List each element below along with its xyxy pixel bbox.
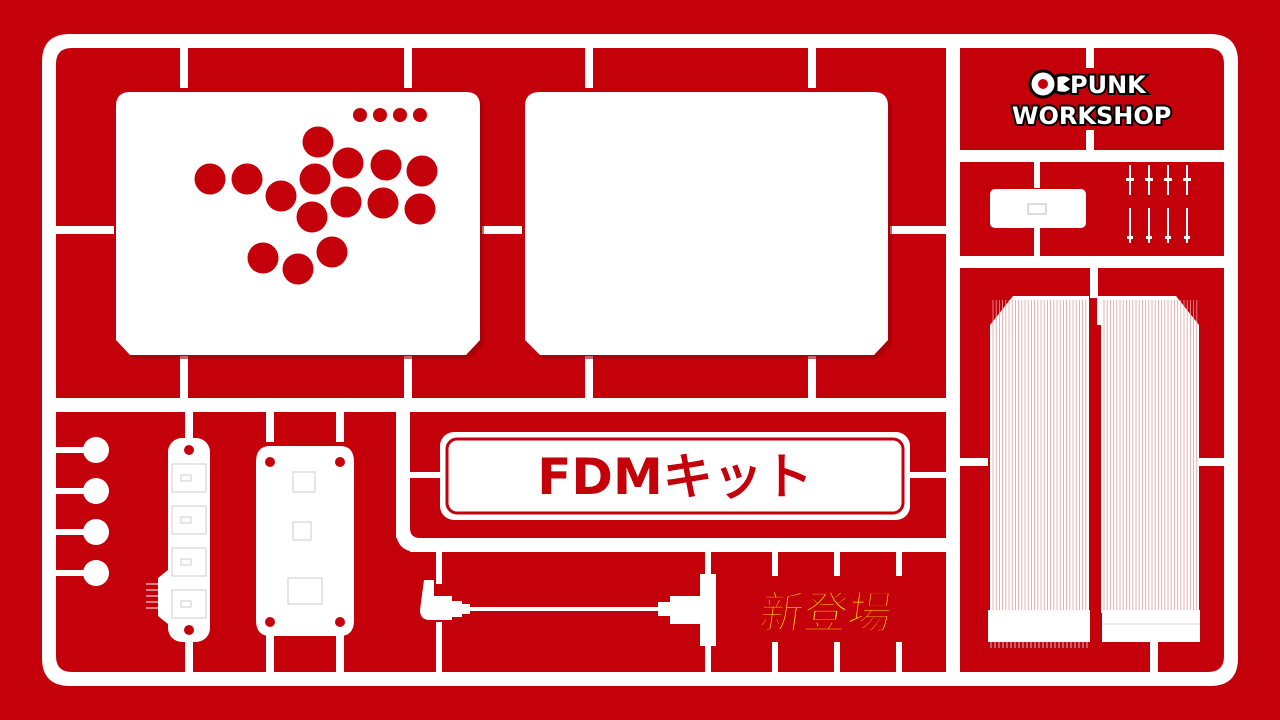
product-label: FDMキット bbox=[537, 448, 812, 506]
option-button-hole bbox=[413, 108, 427, 122]
button-hole bbox=[302, 126, 334, 158]
sprue-gates bbox=[56, 48, 1224, 672]
screw bbox=[1186, 208, 1188, 243]
top-panel-with-buttons bbox=[116, 92, 484, 359]
pcb-part bbox=[990, 189, 1086, 228]
screws bbox=[1126, 165, 1191, 243]
logo-line1: PUNK bbox=[1070, 71, 1147, 99]
lever-balls bbox=[83, 437, 109, 586]
option-button-hole bbox=[373, 108, 387, 122]
switch-plate bbox=[146, 438, 210, 642]
button-hole bbox=[370, 149, 402, 181]
button-hole bbox=[299, 163, 331, 195]
punk-workshop-logo: PUNK WORKSHOP bbox=[1010, 69, 1173, 132]
button-hole bbox=[194, 163, 226, 195]
button-holes bbox=[194, 126, 438, 285]
screw-head bbox=[1127, 236, 1133, 239]
button-hole bbox=[316, 236, 348, 268]
button-hole bbox=[404, 193, 436, 225]
button-hole bbox=[296, 201, 328, 233]
screw-head bbox=[1183, 178, 1191, 181]
logo-line2: WORKSHOP bbox=[1012, 102, 1171, 130]
button-hole bbox=[332, 147, 364, 179]
button-hole bbox=[330, 186, 362, 218]
button-hole bbox=[282, 253, 314, 285]
new-release-badge: 新登場 bbox=[756, 588, 895, 639]
lever-mount-plate bbox=[256, 446, 354, 636]
option-button-hole bbox=[353, 108, 367, 122]
button-hole bbox=[406, 155, 438, 187]
ribbon-cable-right bbox=[1097, 296, 1200, 642]
screw bbox=[1167, 208, 1169, 243]
button-hole bbox=[367, 187, 399, 219]
product-label-plate: FDMキット bbox=[440, 432, 910, 520]
option-button-holes bbox=[353, 108, 427, 122]
wrench-gear-icon bbox=[1028, 69, 1074, 99]
screw-head bbox=[1184, 236, 1190, 239]
screw-head bbox=[1145, 178, 1153, 181]
ribbon-cable-left bbox=[988, 296, 1090, 648]
screw-head bbox=[1146, 236, 1152, 239]
screw-head bbox=[1165, 236, 1171, 239]
button-hole bbox=[231, 163, 263, 195]
option-button-hole bbox=[393, 108, 407, 122]
bottom-panel-blank bbox=[525, 92, 892, 359]
screw-head bbox=[1164, 178, 1172, 181]
sprue-frame bbox=[42, 34, 1238, 686]
usb-cable bbox=[420, 574, 716, 646]
button-hole bbox=[247, 242, 279, 274]
screw-head bbox=[1126, 178, 1134, 181]
screw bbox=[1129, 208, 1131, 243]
screw bbox=[1148, 208, 1150, 243]
button-hole bbox=[265, 180, 297, 212]
